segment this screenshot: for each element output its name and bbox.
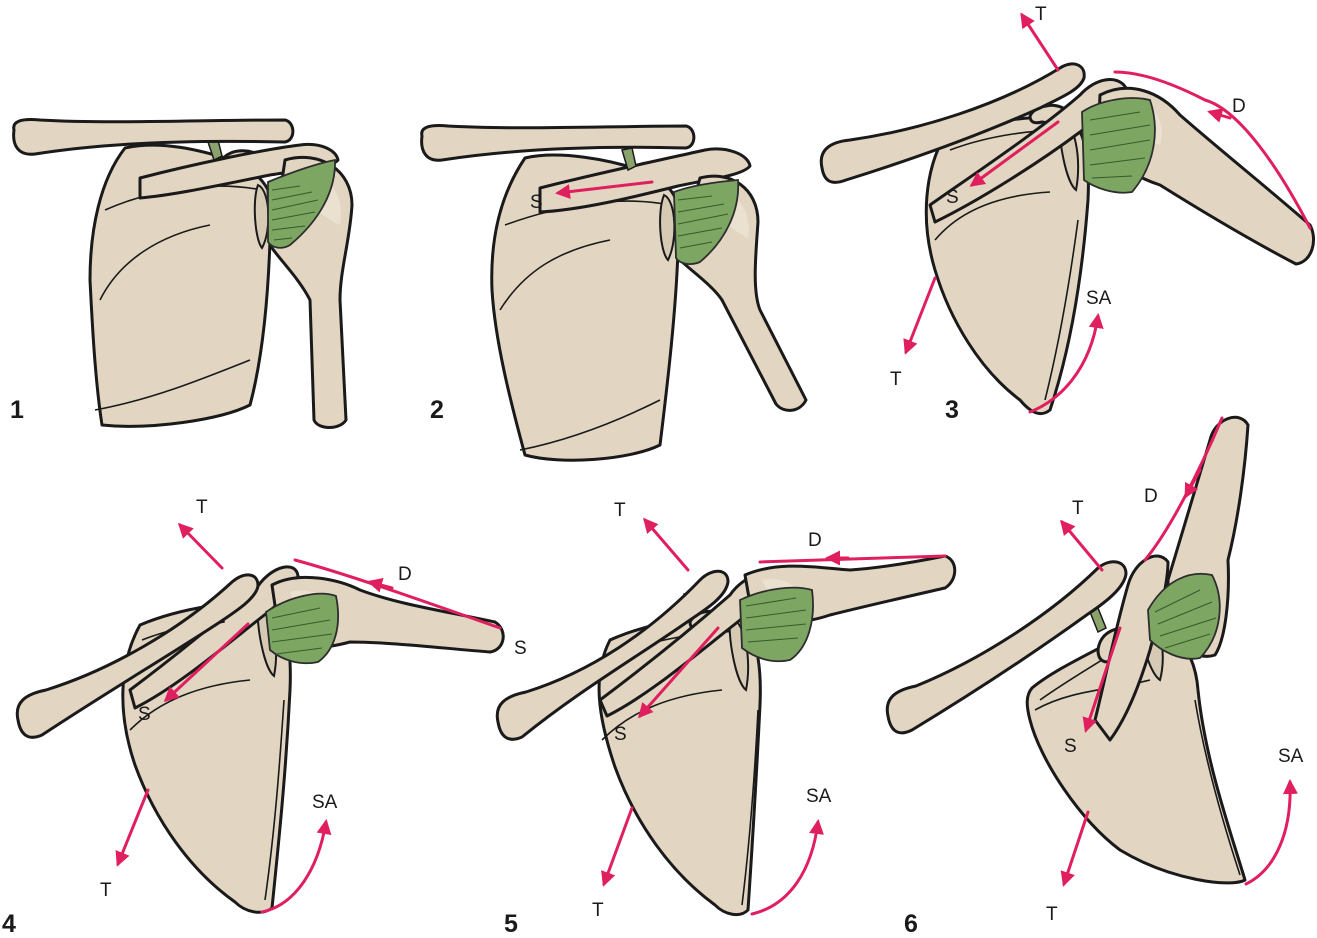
force-arrow-t-lower <box>906 278 935 352</box>
force-arrow-t-lower <box>604 808 632 884</box>
force-arrow-t-lower <box>1064 812 1088 884</box>
panel-number: 6 <box>904 910 918 938</box>
force-label: S <box>946 187 959 208</box>
force-label: SA <box>1086 288 1112 309</box>
force-label: S <box>614 724 627 745</box>
force-label: T <box>1046 904 1058 925</box>
panel-number: 2 <box>430 396 444 424</box>
panel-number: 5 <box>504 910 518 938</box>
force-arrow-t-upper <box>645 520 688 570</box>
force-label: T <box>1035 4 1047 25</box>
force-label: D <box>808 530 822 551</box>
force-label: SA <box>1278 746 1304 767</box>
force-arrow-t-upper <box>1062 522 1102 570</box>
force-label: D <box>1232 96 1246 117</box>
force-label: T <box>614 500 626 521</box>
panel-number: 4 <box>2 910 16 938</box>
force-label: D <box>1144 486 1158 507</box>
panel-number: 1 <box>10 396 24 424</box>
force-label: D <box>398 564 412 585</box>
panel-5: T D S SA T 5 <box>497 500 955 938</box>
panel-number: 3 <box>945 396 959 424</box>
force-label: S <box>514 638 527 659</box>
force-arrow-t-upper <box>180 525 222 568</box>
force-label: SA <box>312 792 338 813</box>
force-label: T <box>196 497 208 518</box>
force-arrow-t-lower <box>118 790 148 864</box>
panel-3: T D S SA T 3 <box>821 4 1313 424</box>
force-label: S <box>138 704 151 725</box>
force-label: T <box>100 880 112 901</box>
force-label: T <box>592 900 604 921</box>
force-label: T <box>890 369 902 390</box>
force-label: SA <box>806 786 832 807</box>
force-arrow-sa <box>752 822 818 914</box>
force-arrow-sa <box>1246 782 1290 884</box>
panel-6: T D S SA T 6 <box>887 417 1303 938</box>
force-label: S <box>1064 736 1077 757</box>
panel-4: T D S S SA T 4 <box>2 497 527 938</box>
force-label: T <box>1072 498 1084 519</box>
force-label: S <box>530 192 543 213</box>
panel-1: 1 <box>10 119 352 427</box>
panel-2: S 2 <box>422 125 806 460</box>
